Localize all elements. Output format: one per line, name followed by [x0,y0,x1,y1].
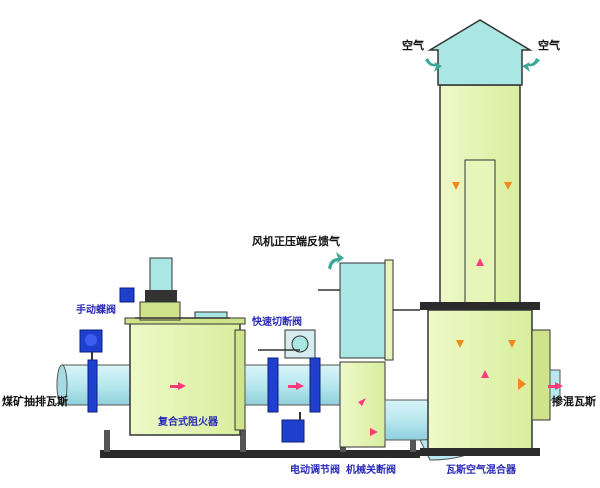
label-electric-valve: 电动调节阀 [290,465,340,476]
label-fan-feedback: 风机正压端反馈气 [252,235,340,248]
arrow-mixer-up [476,258,489,378]
arrester-vent-stack [119,257,181,321]
label-air-right: 空气 [538,39,560,52]
flow-arrows [170,58,563,436]
arrow-outlet [548,382,563,390]
label-composite-arrester: 复合式阻火器 [158,417,218,428]
arrow-air [425,58,540,72]
arrow-fan-feedback [328,252,344,270]
quick-shutoff-valve [258,329,316,413]
label-manual-valve: 手动蝶阀 [76,305,116,316]
arrow-mixer-down [452,182,526,390]
label-outlet: 掺混瓦斯 [552,395,596,408]
label-air-left: 空气 [402,39,424,52]
arrow-mech [358,398,378,436]
electric-regulating-valve [281,357,321,443]
label-mixer: 瓦斯空气混合器 [446,465,516,476]
label-inlet: 煤矿抽排瓦斯 [2,395,68,408]
gas-air-mixer-tower [420,84,551,456]
label-quick-valve: 快速切断阀 [252,317,302,328]
fan-feedback-box [318,259,420,361]
label-mech-valve: 机械关断阀 [346,465,396,476]
arrow-inlet [170,382,186,390]
tower-roof [427,19,533,86]
top-platform [135,311,230,319]
manual-butterfly-valve [79,329,103,413]
arrow-middle [288,382,304,390]
